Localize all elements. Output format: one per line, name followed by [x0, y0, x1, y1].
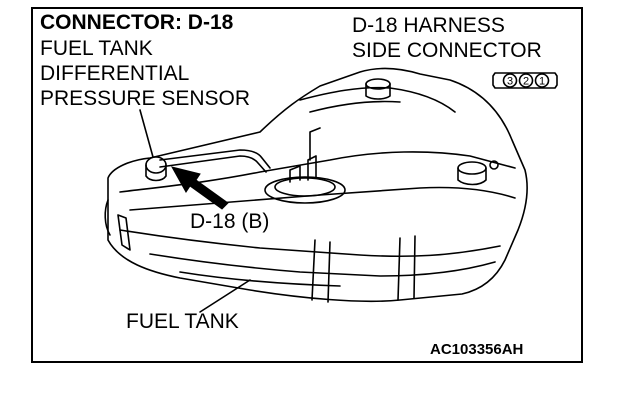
diagram-frame — [31, 7, 583, 363]
connector-title: CONNECTOR: D-18 — [40, 11, 234, 34]
harness-label-line: D-18 HARNESS — [352, 14, 505, 37]
pressure-sensor — [145, 156, 167, 174]
sensor-label-line: FUEL TANK — [40, 37, 153, 60]
tank-top-surface — [119, 151, 516, 193]
tank-outline — [107, 67, 528, 303]
sensor-label-line: PRESSURE SENSOR — [40, 87, 251, 110]
vapor-tube — [159, 149, 271, 169]
tank-lower-ribs — [119, 229, 501, 258]
filler-fitting — [457, 161, 487, 175]
sensor-label-line: DIFFERENTIAL — [40, 62, 190, 85]
connector-symbol: 3 2 1 — [492, 72, 558, 89]
harness-label-line: SIDE CONNECTOR — [352, 39, 542, 62]
connector-callout: D-18 (B) — [190, 210, 270, 233]
fuel-pump-module — [264, 176, 346, 204]
fuel-tank-label: FUEL TANK — [126, 310, 239, 333]
pointer-arrow — [170, 166, 229, 210]
connector-pin: 3 — [507, 76, 513, 88]
figure-code: AC103356AH — [430, 341, 524, 358]
fuel-tank-leader — [199, 279, 251, 313]
connector-pin: 2 — [523, 76, 529, 88]
connector-pin: 1 — [539, 76, 545, 88]
